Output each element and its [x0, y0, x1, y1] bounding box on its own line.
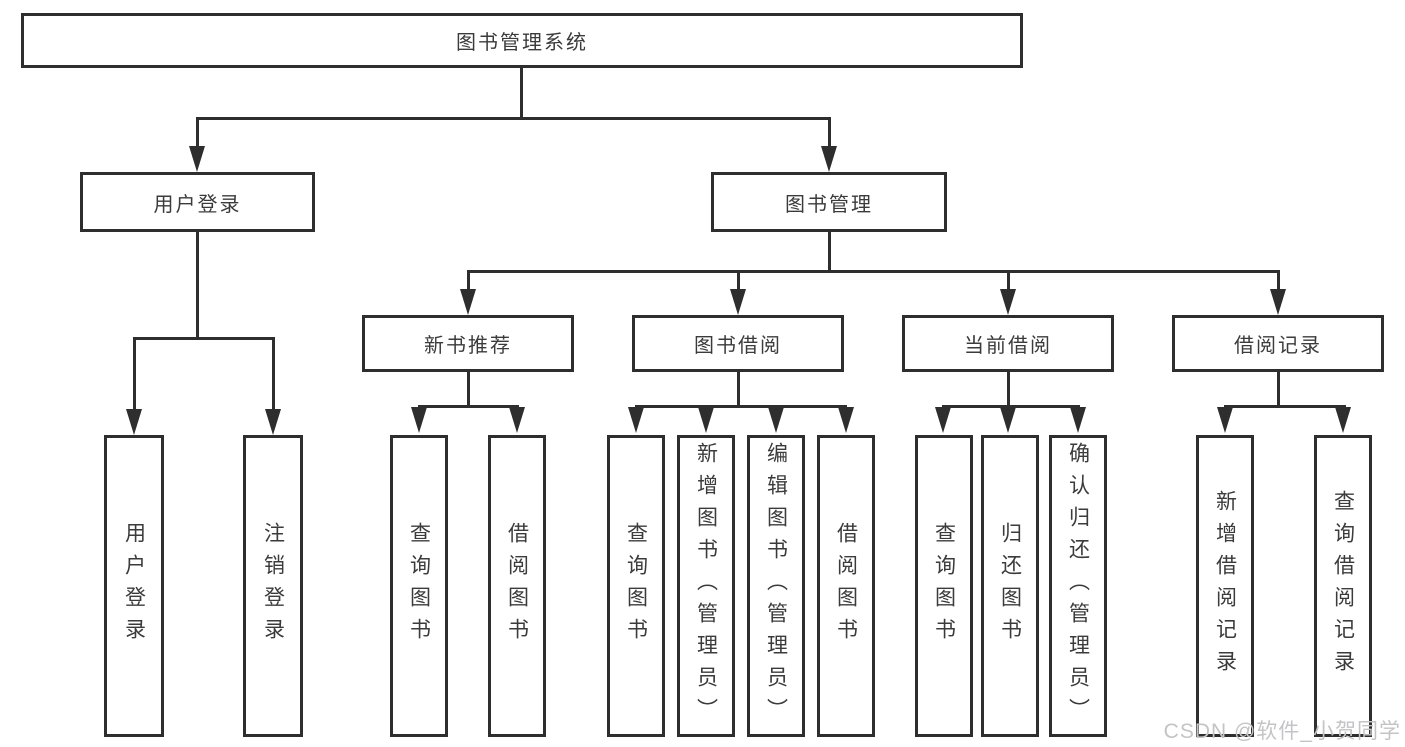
arrow-down-icon: [768, 407, 784, 433]
connector-line: [196, 117, 199, 151]
arrow-down-icon: [821, 146, 837, 172]
connector-line: [196, 232, 199, 340]
leaf-logout: 注销登录: [243, 435, 303, 737]
connector-line: [1224, 405, 1346, 408]
leaf-logout-label: 注销登录: [261, 522, 285, 650]
node-new-book-recommend: 新书推荐: [362, 315, 574, 372]
connector-line: [272, 337, 275, 412]
leaf-add-borrow-record-label: 新增借阅记录: [1213, 490, 1237, 682]
connector-line: [196, 117, 831, 120]
connector-line: [737, 372, 740, 408]
arrow-down-icon: [189, 146, 205, 172]
arrow-down-icon: [730, 289, 746, 315]
arrow-down-icon: [411, 407, 427, 433]
leaf-query-books-2: 查询图书: [607, 435, 665, 737]
connector-line: [1007, 270, 1010, 293]
connector-line: [1007, 372, 1010, 408]
arrow-down-icon: [265, 409, 281, 435]
leaf-query-books-3-label: 查询图书: [932, 522, 956, 650]
node-user-login: 用户登录: [80, 172, 315, 232]
leaf-return-books: 归还图书: [981, 435, 1039, 737]
connector-line: [737, 270, 740, 293]
arrow-down-icon: [509, 407, 525, 433]
leaf-query-books-1-label: 查询图书: [407, 522, 431, 650]
leaf-add-borrow-record: 新增借阅记录: [1196, 435, 1254, 737]
connector-line: [1277, 270, 1280, 293]
node-borrow-record: 借阅记录: [1172, 315, 1384, 372]
connector-line: [828, 117, 831, 151]
connector-line: [133, 337, 136, 412]
leaf-borrow-books-1: 借阅图书: [488, 435, 546, 737]
arrow-down-icon: [1217, 407, 1233, 433]
leaf-query-borrow-record: 查询借阅记录: [1314, 435, 1372, 737]
arrow-down-icon: [1000, 289, 1016, 315]
leaf-add-books-admin: 新增图书（管理员）: [677, 435, 735, 737]
csdn-watermark: CSDN @软件_小贺同学: [1163, 720, 1401, 743]
leaf-add-books-admin-label: 新增图书（管理员）: [694, 442, 718, 730]
leaf-confirm-return-admin-label: 确认归还（管理员）: [1066, 442, 1090, 730]
node-root: 图书管理系统: [21, 13, 1023, 68]
arrow-down-icon: [838, 407, 854, 433]
connector-line: [520, 68, 523, 118]
leaf-borrow-books-2-label: 借阅图书: [834, 522, 858, 650]
leaf-query-books-3: 查询图书: [915, 435, 973, 737]
arrow-down-icon: [698, 407, 714, 433]
leaf-user-login: 用户登录: [104, 435, 164, 737]
leaf-return-books-label: 归还图书: [998, 522, 1022, 650]
leaf-query-books-1: 查询图书: [390, 435, 448, 737]
leaf-borrow-books-1-label: 借阅图书: [505, 522, 529, 650]
leaf-query-borrow-record-label: 查询借阅记录: [1331, 490, 1355, 682]
node-current-borrow: 当前借阅: [902, 315, 1114, 372]
leaf-confirm-return-admin: 确认归还（管理员）: [1049, 435, 1107, 737]
connector-line: [133, 337, 275, 340]
connector-line: [635, 405, 847, 408]
leaf-user-login-label: 用户登录: [122, 522, 146, 650]
arrow-down-icon: [1335, 407, 1351, 433]
node-book-borrow: 图书借阅: [632, 315, 844, 372]
arrow-down-icon: [1270, 289, 1286, 315]
connector-line: [467, 270, 470, 293]
leaf-query-books-2-label: 查询图书: [624, 522, 648, 650]
leaf-edit-books-admin: 编辑图书（管理员）: [747, 435, 805, 737]
connector-line: [467, 372, 470, 408]
node-book-management: 图书管理: [711, 172, 947, 232]
arrow-down-icon: [1000, 407, 1016, 433]
connector-line: [828, 232, 831, 273]
connector-line: [942, 405, 1080, 408]
arrow-down-icon: [1070, 407, 1086, 433]
arrow-down-icon: [460, 289, 476, 315]
connector-line: [418, 405, 519, 408]
leaf-borrow-books-2: 借阅图书: [817, 435, 875, 737]
arrow-down-icon: [935, 407, 951, 433]
arrow-down-icon: [628, 407, 644, 433]
leaf-edit-books-admin-label: 编辑图书（管理员）: [764, 442, 788, 730]
connector-line: [1277, 372, 1280, 408]
arrow-down-icon: [126, 409, 142, 435]
connector-line: [467, 270, 1280, 273]
